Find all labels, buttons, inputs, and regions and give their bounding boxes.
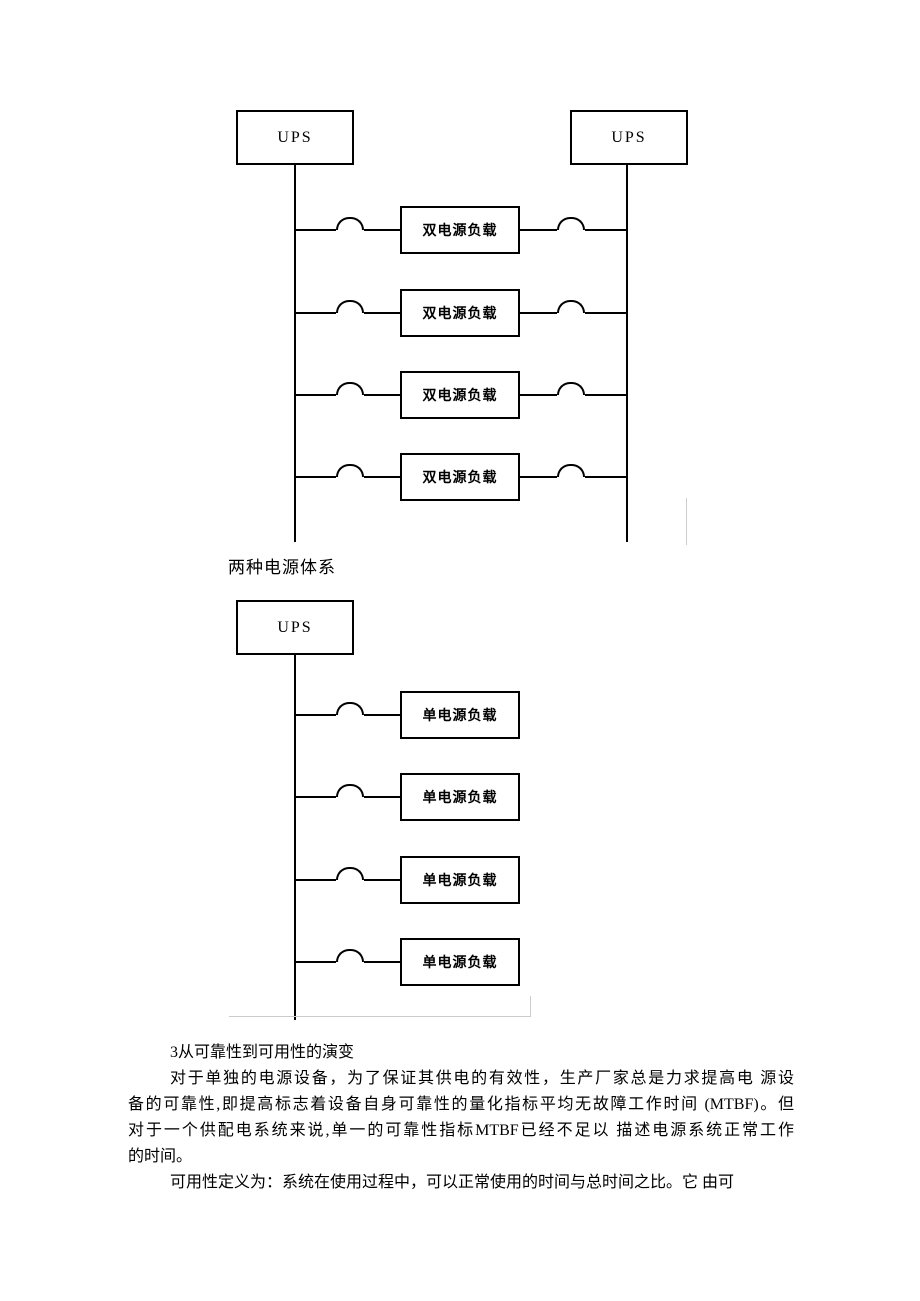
- scan-edge-artifact: [686, 498, 687, 545]
- single-load-box: 单电源负载: [400, 938, 520, 986]
- connector-line: [585, 229, 626, 231]
- breaker-arc-icon: [557, 217, 585, 230]
- connector-line: [364, 879, 400, 881]
- connector-line: [364, 394, 400, 396]
- paragraph-line: 对于单独的电源设备，为了保证其供电的有效性，生产厂家总是力求提高电 源设: [170, 1070, 794, 1087]
- connector-line: [364, 714, 400, 716]
- connector-line: [296, 312, 336, 314]
- dual-load-box: 双电源负载: [400, 289, 520, 337]
- right-bus-line: [626, 165, 628, 542]
- breaker-arc-icon: [336, 702, 364, 715]
- connector-line: [520, 476, 557, 478]
- breaker-arc-icon: [557, 382, 585, 395]
- paragraph-line: 对于一个供配电系统来说,单一的可靠性指标MTBF已经不足以 描述电源系统正常工作: [128, 1122, 794, 1139]
- breaker-arc-icon: [336, 217, 364, 230]
- connector-line: [296, 714, 336, 716]
- dual-load-box: 双电源负载: [400, 371, 520, 419]
- connector-line: [585, 476, 626, 478]
- ups-box-left: UPS: [236, 110, 354, 165]
- connector-line: [520, 229, 557, 231]
- connector-line: [364, 229, 400, 231]
- ups-box-right: UPS: [570, 110, 688, 165]
- connector-line: [585, 312, 626, 314]
- left-bus-line: [294, 165, 296, 542]
- breaker-arc-icon: [336, 949, 364, 962]
- connector-line: [585, 394, 626, 396]
- paragraph-line: 可用性定义为：系统在使用过程中，可以正常使用的时间与总时间之比。它 由可: [170, 1174, 735, 1191]
- bus-line: [294, 655, 296, 1020]
- connector-line: [364, 796, 400, 798]
- connector-line: [364, 476, 400, 478]
- connector-line: [296, 476, 336, 478]
- breaker-arc-icon: [336, 464, 364, 477]
- breaker-arc-icon: [336, 867, 364, 880]
- paragraph-line: 的时间。: [128, 1148, 193, 1165]
- breaker-arc-icon: [336, 300, 364, 313]
- connector-line: [520, 394, 557, 396]
- section-heading: 3从可靠性到可用性的演变: [170, 1044, 355, 1061]
- breaker-arc-icon: [336, 382, 364, 395]
- single-load-box: 单电源负载: [400, 773, 520, 821]
- breaker-arc-icon: [336, 784, 364, 797]
- breaker-arc-icon: [557, 300, 585, 313]
- connector-line: [364, 312, 400, 314]
- connector-line: [296, 961, 336, 963]
- figure-caption: 两种电源体系: [228, 558, 336, 577]
- connector-line: [296, 879, 336, 881]
- scan-edge-artifact: [229, 1016, 531, 1017]
- connector-line: [296, 229, 336, 231]
- connector-line: [296, 394, 336, 396]
- ups-box: UPS: [236, 600, 354, 655]
- dual-load-box: 双电源负载: [400, 206, 520, 254]
- dual-load-box: 双电源负载: [400, 453, 520, 501]
- paragraph-line: 备的可靠性,即提高标志着设备自身可靠性的量化指标平均无故障工作时间 (MTBF)…: [128, 1096, 794, 1113]
- single-load-box: 单电源负载: [400, 856, 520, 904]
- connector-line: [520, 312, 557, 314]
- connector-line: [364, 961, 400, 963]
- breaker-arc-icon: [557, 464, 585, 477]
- connector-line: [296, 796, 336, 798]
- single-load-box: 单电源负载: [400, 691, 520, 739]
- scan-edge-artifact: [530, 996, 531, 1017]
